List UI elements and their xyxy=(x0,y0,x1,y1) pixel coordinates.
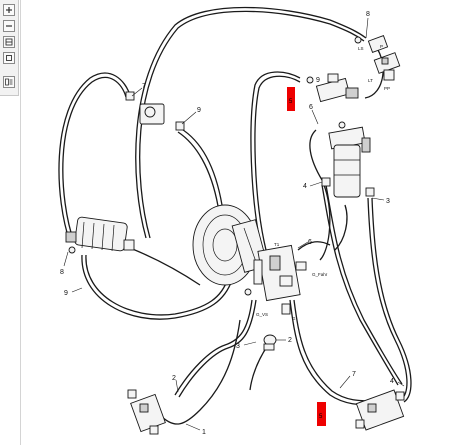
expand-icon xyxy=(5,78,13,86)
hose-filter-bottom xyxy=(334,204,348,251)
hose-bottom-left-1 xyxy=(159,319,241,425)
callouts: 8 7 9 9 6 4 3 8 9 6 3 2 2 1 7 4 xyxy=(60,11,405,436)
callout-9-left[interactable]: 9 xyxy=(197,107,201,114)
fit-page-icon xyxy=(6,55,12,61)
minus-icon xyxy=(6,25,12,27)
callout-4-filter[interactable]: 4 xyxy=(303,183,307,190)
callout-4-bottom[interactable]: 4 xyxy=(390,378,394,385)
hose-9-center xyxy=(177,127,223,207)
label-lt: LT xyxy=(368,78,373,83)
hose-top-arc xyxy=(135,6,367,239)
fit-width-button[interactable] xyxy=(3,36,15,48)
fit-width-icon xyxy=(5,38,13,46)
bottom-left-valve[interactable] xyxy=(127,389,166,435)
reset-view-button[interactable] xyxy=(3,76,15,88)
hose-center-3 xyxy=(249,344,269,391)
callout-2-bottom-left[interactable]: 2 xyxy=(172,375,176,382)
filter-housing[interactable] xyxy=(321,121,375,198)
hydraulic-hose-diagram: 8 7 9 9 6 4 3 8 9 6 3 2 2 1 7 4 LS P xyxy=(58,6,412,436)
callout-7-left[interactable]: 7 xyxy=(142,83,146,90)
label-t1: T1 xyxy=(274,242,280,247)
label-p: P xyxy=(380,44,383,49)
callout-6-center[interactable]: 6 xyxy=(308,239,312,246)
label-g-vs: G_VS xyxy=(256,312,268,317)
svg-text:5: 5 xyxy=(319,414,323,420)
bottom-right-valve[interactable] xyxy=(355,389,405,431)
center-motor[interactable] xyxy=(192,204,269,286)
hose-left-bottom-9 xyxy=(81,254,233,320)
top-right-valve-block[interactable] xyxy=(354,35,401,81)
highlight-5-top[interactable]: 5 xyxy=(287,87,295,111)
hose-center-valve5 xyxy=(250,71,301,251)
center-control-valve[interactable] xyxy=(244,244,307,315)
svg-text:5: 5 xyxy=(289,99,293,105)
callout-3-center[interactable]: 3 xyxy=(236,343,240,350)
zoom-out-button[interactable] xyxy=(3,20,15,32)
callout-9-top[interactable]: 9 xyxy=(316,77,320,84)
highlight-5-bottom[interactable]: 5 xyxy=(317,402,326,426)
fitting-center-2[interactable] xyxy=(263,334,277,351)
hose-filter-6 xyxy=(309,129,331,261)
hose-bottom-left-2 xyxy=(174,299,257,398)
label-pp: PP xyxy=(384,86,390,91)
label-ls: LS xyxy=(358,46,364,51)
callout-2-center[interactable]: 2 xyxy=(288,337,292,344)
hose-center-right-6 xyxy=(297,241,331,251)
plus-icon xyxy=(6,7,12,13)
hose-left-loop xyxy=(58,72,131,243)
callout-1-bottom[interactable]: 1 xyxy=(202,429,206,436)
callout-8-top[interactable]: 8 xyxy=(366,11,370,18)
valve-7-left[interactable] xyxy=(125,91,185,131)
left-pump[interactable] xyxy=(65,216,135,254)
hose-right-4 xyxy=(321,184,403,386)
label-g: G xyxy=(292,316,296,321)
hose-pump-center xyxy=(129,247,201,286)
label-g-fahr: G_Fahr xyxy=(312,272,328,277)
hose-group xyxy=(58,6,412,425)
hose-right-3 xyxy=(367,197,412,403)
valve-5-top[interactable] xyxy=(306,73,359,103)
toolbar-divider xyxy=(20,0,21,445)
callout-3-right[interactable]: 3 xyxy=(386,198,390,205)
callout-8-left[interactable]: 8 xyxy=(60,269,64,276)
callout-6-filter[interactable]: 6 xyxy=(309,104,313,111)
port-labels: LS P LT PP G_Fahr G_VS T1 G xyxy=(256,44,390,321)
callout-9-left-bottom[interactable]: 9 xyxy=(64,290,68,297)
callout-7-bottom[interactable]: 7 xyxy=(352,371,356,378)
zoom-toolbar xyxy=(0,0,19,96)
fit-page-button[interactable] xyxy=(3,52,15,64)
zoom-in-button[interactable] xyxy=(3,4,15,16)
